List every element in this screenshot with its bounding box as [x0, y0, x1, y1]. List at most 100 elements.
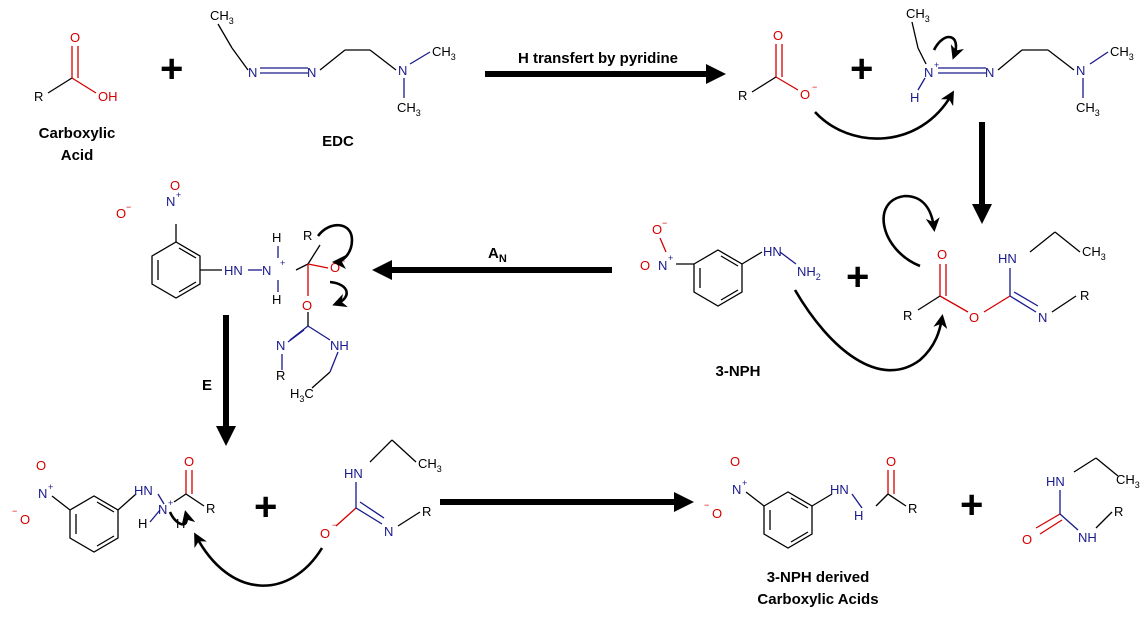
atom-r: R	[903, 308, 912, 323]
atom-n: N	[276, 338, 285, 353]
curly-arrow	[329, 280, 348, 308]
atom-n: N	[1038, 310, 1047, 325]
atom-n-plus: N	[38, 486, 47, 501]
atom-hn: HN	[1046, 474, 1065, 489]
atom-ch: CH	[1116, 472, 1135, 487]
atom-o-minus: O	[20, 512, 30, 527]
atom-h: H	[272, 292, 281, 307]
atom-r: R	[422, 504, 431, 519]
curly-arrow	[882, 194, 940, 268]
svg-text:CH3: CH3	[1082, 244, 1106, 262]
subscript: 3	[416, 108, 421, 118]
atom-o-minus: O	[652, 222, 662, 237]
svg-text:CH3: CH3	[906, 6, 930, 24]
charge-minus: −	[126, 202, 131, 212]
edc-molecule: N N N CH3 CH3 CH3	[210, 8, 456, 118]
atom-r: R	[738, 88, 747, 103]
subscript: 3	[451, 52, 456, 62]
arrow-head	[706, 64, 726, 84]
isourea-anion-molecule: HN O − N R CH3	[320, 439, 442, 541]
arrow-head	[216, 426, 236, 446]
atom-hn: HN	[134, 483, 153, 498]
label-product-line2: Carboxylic Acids	[757, 591, 878, 608]
subscript: 3	[299, 394, 304, 404]
subscript: 3	[1101, 252, 1106, 262]
atom-n: N	[1076, 63, 1085, 78]
carboxylate-molecule: R O O −	[738, 28, 817, 103]
charge-minus: −	[704, 500, 709, 510]
atom-o: O	[1022, 532, 1032, 547]
charge-minus: −	[662, 218, 667, 228]
atom-h: H	[272, 230, 281, 245]
atom-nh: NH	[797, 264, 816, 279]
charge-plus: +	[742, 478, 747, 488]
carboxylic-acid-molecule: R O OH	[34, 30, 118, 104]
atom-o-minus: O	[712, 506, 722, 521]
charge-minus: −	[812, 82, 817, 92]
atom-n-plus: N	[658, 258, 667, 273]
protonated-edc-molecule: CH3 N + N N H CH3 CH3	[906, 6, 1134, 118]
atom-o: O	[184, 454, 194, 469]
atom-o: O	[70, 30, 80, 45]
atom-o: O	[969, 310, 979, 325]
label-an-subscript: N	[499, 253, 507, 265]
atom-n-plus: N	[158, 502, 167, 517]
plus-sign-4: +	[254, 485, 277, 529]
svg-text:NH2: NH2	[797, 264, 821, 282]
curly-arrow	[932, 35, 964, 60]
atom-o-minus: O	[800, 87, 810, 102]
atom-n: N	[384, 524, 393, 539]
atom-ch: CH	[906, 6, 925, 21]
atom-hn: HN	[998, 251, 1017, 266]
plus-sign-3: +	[846, 255, 869, 299]
atom-n-plus: N	[924, 65, 933, 80]
atom-n: N	[398, 63, 407, 78]
atom-nh: NH	[330, 338, 349, 353]
atom-oh: OH	[98, 89, 118, 104]
atom-o-minus: O	[116, 206, 126, 221]
atom-ch: CH	[210, 8, 229, 23]
charge-plus: +	[934, 60, 939, 70]
subscript: 3	[925, 14, 930, 24]
svg-text:CH3: CH3	[1076, 100, 1100, 118]
arrow-head	[674, 492, 694, 512]
atom-r: R	[303, 228, 312, 243]
charge-minus: −	[332, 520, 337, 530]
protonated-hydrazide-molecule: O − N + O HN N + H H O R	[12, 454, 215, 553]
plus-sign-1: +	[160, 47, 183, 91]
atom-r: R	[34, 89, 43, 104]
atom-n: N	[248, 65, 257, 80]
atom-hn: HN	[763, 244, 782, 259]
arrow-head	[972, 204, 992, 224]
o-acylisourea-molecule: R O O HN N R CH3	[903, 231, 1106, 325]
atom-o: O	[730, 454, 740, 469]
subscript: 3	[1129, 52, 1134, 62]
urea-byproduct-molecule: HN O NH R CH3	[1022, 457, 1140, 547]
atom-o: O	[302, 298, 312, 313]
atom-nh: H	[854, 508, 863, 523]
svg-text:CH3: CH3	[418, 456, 442, 474]
charge-plus: +	[48, 482, 53, 492]
label-3-nph: 3-NPH	[715, 363, 760, 380]
svg-text:CH3: CH3	[1110, 44, 1134, 62]
atom-ch: CH	[1076, 100, 1095, 115]
atom-o-minus: O	[320, 526, 330, 541]
atom-n: N	[307, 65, 316, 80]
subscript: 3	[1135, 480, 1140, 490]
plus-sign-5: +	[960, 483, 983, 527]
atom-ch: CH	[1082, 244, 1101, 259]
atom-o: O	[36, 458, 46, 473]
subscript: 3	[1095, 108, 1100, 118]
atom-c: C	[304, 386, 313, 401]
atom-hn: HN	[830, 482, 849, 497]
atom-n-plus: N	[262, 263, 271, 278]
svg-text:H3C: H3C	[290, 386, 314, 404]
label-edc: EDC	[322, 133, 354, 150]
arrow-head	[372, 260, 392, 280]
atom-n: N	[985, 65, 994, 80]
svg-text:CH3: CH3	[210, 8, 234, 26]
charge-plus: +	[668, 253, 673, 263]
atom-o: O	[937, 247, 947, 262]
